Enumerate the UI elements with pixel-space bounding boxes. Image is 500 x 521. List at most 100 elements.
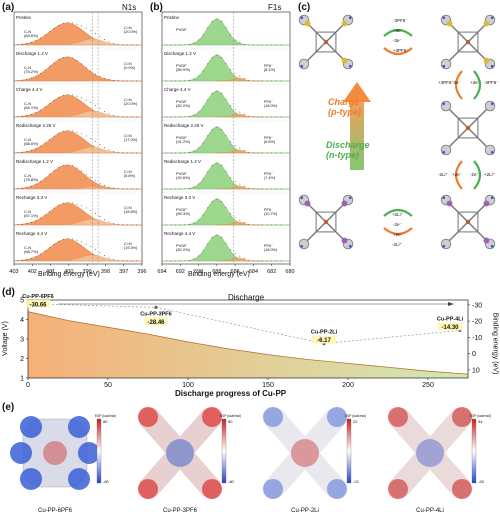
data-point [67,22,69,24]
esp-tip [327,407,347,427]
data-point [126,44,128,46]
cx-label: C=N(5.8%) [124,170,136,178]
data-point [113,187,115,189]
data-point [35,256,37,258]
panel-e-label: (e) [2,402,15,413]
colorbar-top: 80 [103,419,108,424]
colorbar-title: ESP (kcal/mol) [345,414,366,418]
data-point [40,253,42,255]
data-point [108,149,110,151]
data-point [136,188,138,190]
cx-peak [68,186,142,190]
data-point [81,241,83,243]
n-atom [442,102,446,106]
data-point [175,224,177,226]
data-point [179,188,181,190]
chart-d-ylabel-right: Binding energy (eV) [491,312,499,375]
data-point [122,260,124,262]
x-tick-label: 680 [285,269,294,275]
data-point [166,152,168,154]
n-atom [442,244,446,248]
exchange-label: +2e⁻ [393,232,404,237]
pvdf-label: PVDF [176,27,187,32]
pf-label: PF6⁻(18.0%) [264,244,278,252]
data-point [99,108,101,110]
data-point [207,207,209,209]
n-atom [490,150,494,154]
data-point [220,93,222,95]
data-point [122,80,124,82]
data-point [85,27,87,29]
data-point [113,42,115,44]
colorbar-bottom: -22 [353,479,360,484]
data-point [198,219,200,221]
data-point [170,224,172,226]
data-point [17,80,19,82]
row-label: Recharge 4.4 V [16,231,47,236]
exchange-label: +2e⁻ [452,172,463,177]
data-point [26,258,28,260]
data-point [216,18,218,20]
annotation-badge [312,335,336,344]
data-point [239,219,241,221]
data-point [94,32,96,34]
data-point [243,78,245,80]
data-point [90,245,92,247]
x-tick-label: 402 [28,269,37,275]
exchange-label: -2e⁻ [470,172,479,177]
data-point [198,183,200,185]
esp-lobe [10,442,32,464]
data-point [104,111,106,113]
data-point [53,207,55,209]
data-point [99,182,101,184]
esp-colorbar [346,418,352,484]
data-point [49,103,51,105]
cx-label: C=N(18.8%) [124,206,138,214]
pf-label: PF6⁻(18.0%) [264,100,278,108]
cu-atom [323,219,329,225]
data-point [243,222,245,224]
data-point [99,216,101,218]
data-point [26,78,28,80]
data-point [257,44,259,46]
data-point [30,149,32,151]
data-point [122,152,124,154]
esp-surface: ESP (kcal/mol)80-80 [138,407,241,499]
x-tick-label: 400 [64,269,73,275]
molecule [440,100,496,156]
exchange-label: -3PF6⁻ [393,18,408,23]
data-point [239,42,241,44]
data-point [26,150,28,152]
exchange-label: +3e⁻ [470,80,481,85]
data-point [58,240,60,242]
y2-tick-label: 10 [472,367,480,374]
data-point [234,73,236,75]
data-point [248,115,250,117]
data-point [170,260,172,262]
data-point [184,188,186,190]
esp-lobe [68,416,90,438]
data-point [179,224,181,226]
exchange-label: -3e⁻ [452,80,461,85]
y-tick-label: 2 [20,356,24,363]
esp-tip [388,479,408,499]
data-point [225,99,227,101]
pf-peak [216,149,263,154]
data-point [234,181,236,183]
x-tick-label: 692 [176,269,185,275]
y-tick-label: 5 [20,298,24,305]
data-point [220,21,222,23]
pvdf-peak [162,90,290,118]
data-point [175,80,177,82]
core-ring [457,211,479,233]
y2-tick-label: -20 [472,319,482,326]
data-point [275,80,277,82]
data-point [76,60,78,62]
cn-label: C-N(67.1%) [24,209,39,218]
core-ring [457,31,479,53]
data-point [26,186,28,188]
data-point [30,185,32,187]
data-point [188,259,190,261]
data-point [280,80,282,82]
